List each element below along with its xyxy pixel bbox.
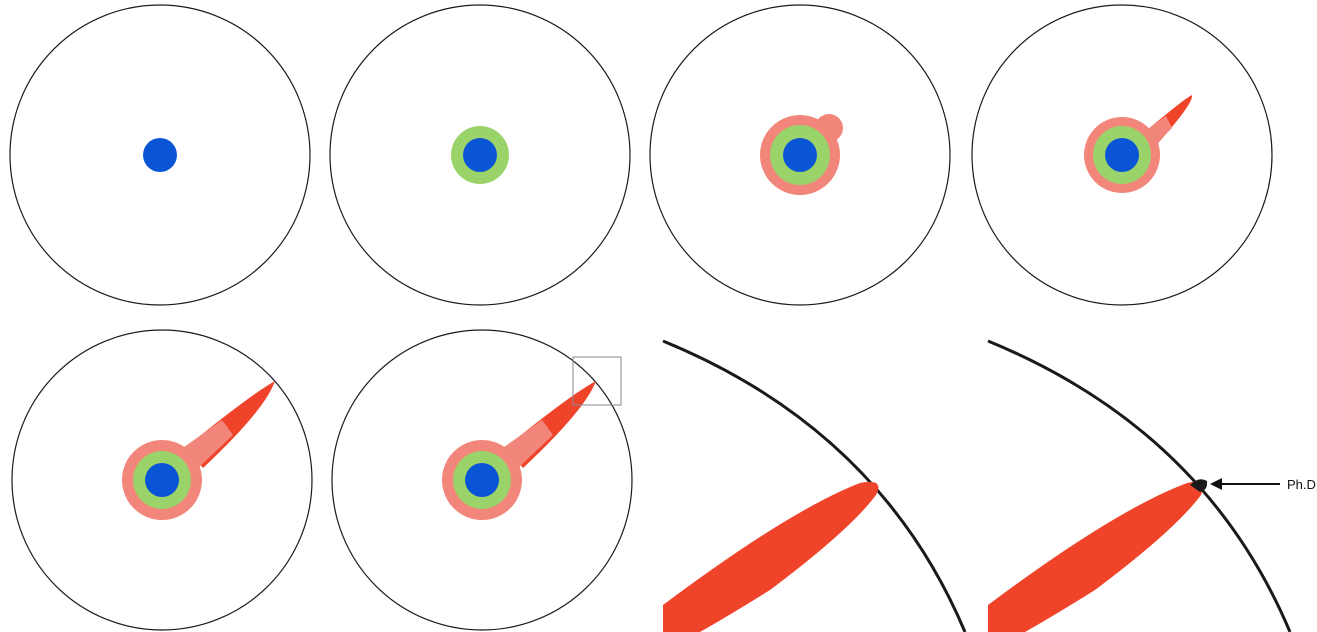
- panel-stage-1: [10, 5, 310, 305]
- panel-zoom-1: [663, 341, 965, 632]
- core-dot: [465, 463, 499, 497]
- panel-stage-5: [12, 330, 312, 630]
- annotation-label: Ph.D: [1287, 477, 1316, 492]
- panel-stage-6: [332, 330, 632, 630]
- panel-stage-3: [650, 5, 950, 305]
- core-dot: [1105, 138, 1139, 172]
- panel-stage-4: [972, 5, 1272, 305]
- core-dot: [783, 138, 817, 172]
- spike-zoomed: [988, 482, 1203, 632]
- core-dot: [143, 138, 177, 172]
- annotation-arrow-head: [1210, 478, 1222, 490]
- panel-stage-2: [330, 5, 630, 305]
- core-dot: [145, 463, 179, 497]
- spike-zoomed: [663, 482, 878, 632]
- panel-zoom-2: Ph.D: [988, 341, 1316, 632]
- core-dot: [463, 138, 497, 172]
